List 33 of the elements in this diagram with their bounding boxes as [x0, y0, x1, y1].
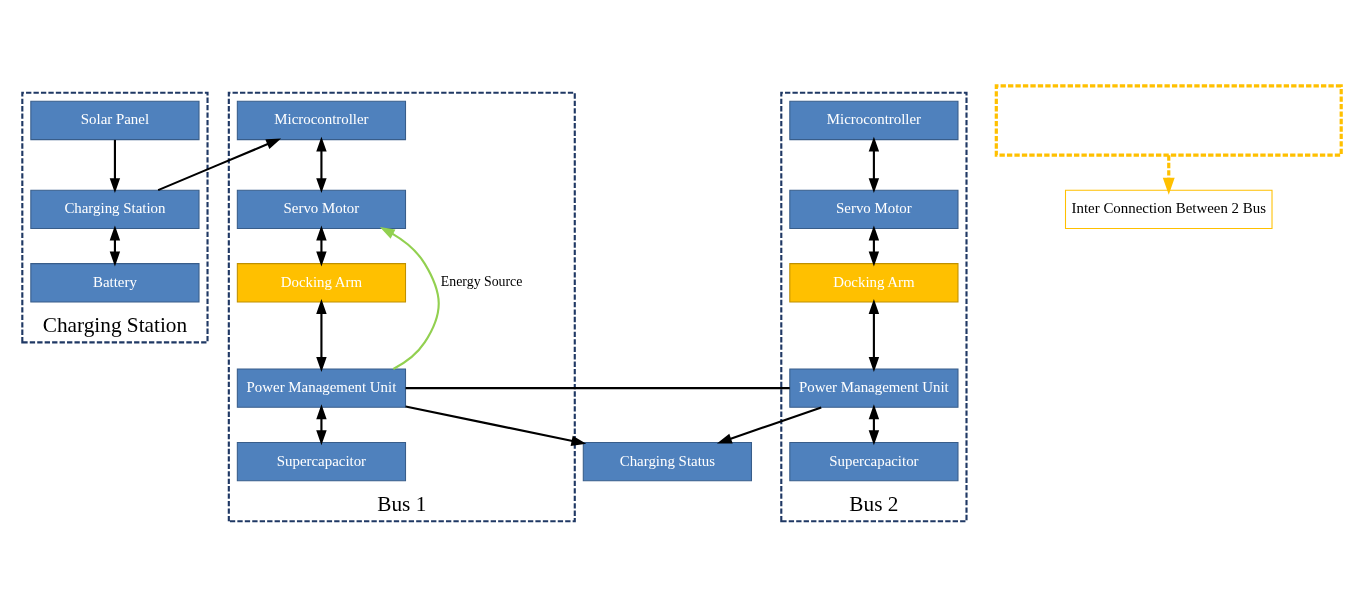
connector [405, 386, 790, 389]
node-box: Servo Motor [788, 189, 958, 229]
arrow [716, 405, 822, 443]
arrow [868, 298, 879, 372]
node-box [994, 83, 1343, 157]
arrow [109, 225, 120, 266]
node-box: Battery [29, 262, 200, 302]
arrow [868, 403, 879, 445]
node-box: Power Management Unit [236, 368, 406, 408]
arrow [109, 139, 120, 193]
arrow [404, 405, 586, 446]
node-box: Solar Panel [29, 100, 200, 140]
node-box: Supercapacitor [236, 441, 406, 481]
node-box: Microcontroller [788, 100, 958, 140]
arrow [379, 226, 440, 370]
node-box: Docking Arm [788, 262, 958, 302]
node-box: Power Management Unit [788, 368, 958, 408]
node-box: Inter Connection Between 2 Bus [1064, 189, 1273, 229]
node-box: Servo Motor [236, 189, 406, 229]
arrow [315, 298, 327, 372]
edge-label: Energy Source [440, 273, 522, 289]
node-box: Charging Status [582, 441, 752, 481]
arrow [868, 225, 879, 266]
node-box: Supercapacitor [788, 441, 958, 481]
arrow [868, 136, 879, 193]
arrow [315, 403, 327, 445]
arrow [315, 225, 327, 266]
arrow [315, 136, 327, 193]
node-box: Microcontroller [236, 100, 406, 140]
arrow [1162, 154, 1175, 195]
arrow [157, 137, 281, 191]
node-box: Charging Station [29, 189, 200, 229]
node-box: Docking Arm [236, 262, 406, 302]
